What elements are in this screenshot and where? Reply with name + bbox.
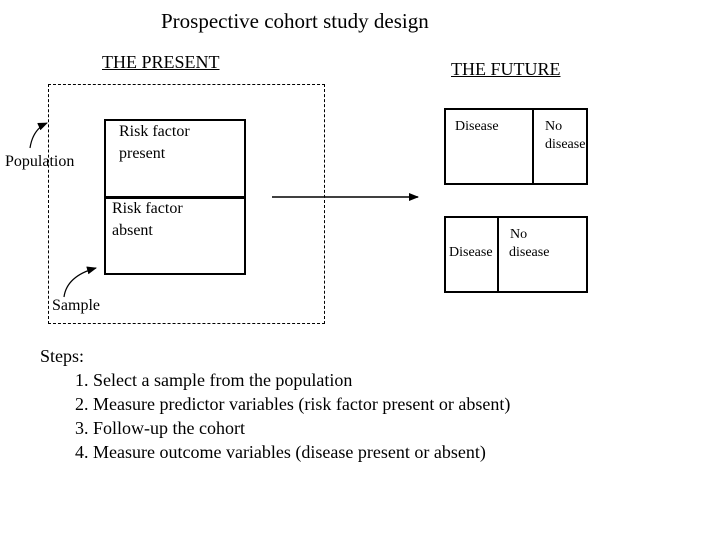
step-item: 4. Measure outcome variables (disease pr… [75, 442, 486, 462]
future-bottom-divider [497, 216, 499, 293]
steps-section: Steps: 1. Select a sample from the popul… [40, 344, 510, 464]
future-header: THE FUTURE [451, 59, 561, 79]
future-top-divider [532, 108, 534, 185]
risk-factor-present-box [104, 119, 246, 199]
step-item: 1. Select a sample from the population [75, 370, 353, 390]
population-label: Population [5, 153, 75, 170]
step-item: 2. Measure predictor variables (risk fac… [75, 394, 511, 414]
top-no-disease-label: No disease [545, 119, 586, 152]
bottom-no-disease-label: No disease [509, 227, 550, 260]
future-top-box [444, 108, 588, 185]
step-item: 3. Follow-up the cohort [75, 418, 245, 438]
risk-factor-present-label: Risk factor present [119, 123, 190, 162]
steps-heading: Steps: [40, 346, 85, 366]
risk-factor-absent-label: Risk factor absent [112, 200, 183, 239]
steps-list: 1. Select a sample from the population 2… [40, 368, 510, 464]
page-title: Prospective cohort study design [161, 9, 429, 33]
population-boundary [48, 84, 325, 324]
sample-label: Sample [52, 297, 100, 314]
future-bottom-box [444, 216, 588, 293]
present-header: THE PRESENT [102, 52, 220, 72]
bottom-disease-label: Disease [449, 245, 493, 260]
top-disease-label: Disease [455, 119, 499, 134]
sample-arrow [63, 266, 97, 298]
risk-factor-absent-box [104, 196, 246, 275]
population-arrow [29, 122, 48, 149]
